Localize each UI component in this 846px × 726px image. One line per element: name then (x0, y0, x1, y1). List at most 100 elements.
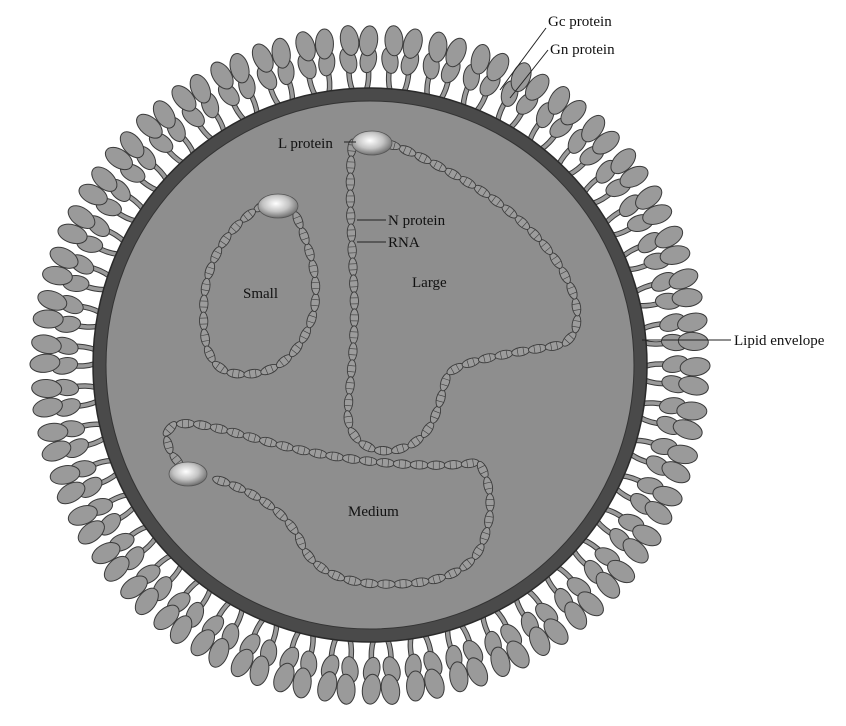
medium-segment-label: Medium (348, 504, 399, 520)
gc-protein-head (295, 31, 316, 62)
gc-protein-head (230, 648, 254, 678)
gc-protein-head (104, 146, 133, 171)
gc-protein-head (171, 85, 197, 112)
n-protein-bead (527, 343, 547, 354)
gc-protein-head (672, 419, 703, 440)
n-protein-bead (426, 460, 446, 470)
gn-protein-label: Gn protein (550, 42, 615, 58)
glycoprotein-spike (251, 37, 296, 109)
n-protein-bead (198, 311, 209, 331)
glycoprotein-spike (210, 53, 260, 123)
glycoprotein-spike (31, 378, 101, 418)
gc-protein-head (644, 501, 673, 525)
glycoprotein-spike (526, 86, 587, 153)
glycoprotein-spike (422, 31, 467, 102)
n-protein-bead (376, 579, 396, 589)
gc-protein-head (31, 378, 63, 399)
gc-protein-head (32, 309, 64, 329)
gc-protein-head (671, 288, 703, 308)
n-protein-bead (345, 376, 355, 396)
n-protein-bead (349, 291, 359, 311)
gc-protein-head (153, 604, 180, 631)
gc-protein-head (32, 397, 63, 418)
gc-protein-head (271, 37, 291, 69)
gc-protein-head (564, 601, 588, 630)
gc-protein-head (339, 25, 360, 56)
n-protein-bead (200, 328, 210, 348)
n-protein-bead (176, 419, 195, 429)
glycoprotein-spike (494, 62, 550, 131)
gc-protein-head (428, 31, 448, 63)
gc-protein-head (152, 100, 176, 129)
glycoprotein-spike (136, 100, 197, 166)
gc-protein-head (169, 615, 193, 644)
n-protein-bead (199, 294, 209, 314)
glycoprotein-spike (602, 185, 673, 239)
gc-protein-head (678, 375, 709, 396)
n-protein-bead (212, 475, 231, 487)
gc-protein-head (292, 667, 312, 699)
glycoprotein-spike (37, 420, 108, 462)
gc-protein-head (119, 131, 145, 159)
glycoprotein-spike (594, 506, 662, 564)
l-protein-small (257, 193, 299, 219)
glycoprotein-spike (613, 472, 683, 525)
n-protein-bead (460, 458, 480, 469)
gc-protein-head (592, 130, 620, 155)
n-protein-bead (349, 325, 359, 345)
glycoprotein-spike (444, 621, 489, 693)
glycoprotein-spike (49, 457, 120, 505)
glycoprotein-spike (480, 607, 530, 677)
glycoprotein-spike (295, 28, 336, 99)
gc-protein-head (29, 353, 61, 373)
gc-protein-head (402, 28, 423, 59)
n-protein-bead (343, 575, 362, 586)
gc-protein-head (560, 99, 587, 126)
gc-protein-head (37, 422, 69, 442)
gc-protein-head (632, 524, 662, 547)
gc-protein-head (635, 185, 663, 210)
n-protein-bead (346, 206, 356, 226)
gc-protein-head (249, 655, 270, 686)
glycoprotein-spike (513, 587, 569, 656)
n-protein-bead (485, 493, 495, 513)
n-protein-bead (359, 578, 379, 589)
glycoprotein-spike (637, 397, 708, 440)
gc-protein-head (91, 166, 118, 192)
gc-protein-head (210, 61, 234, 90)
n-protein-bead (275, 354, 292, 369)
gc-protein-head (67, 505, 98, 526)
gc-protein-head (424, 668, 445, 699)
leader-lines (344, 27, 731, 341)
n-protein-bead (446, 362, 464, 376)
glycoprotein-spike (361, 636, 401, 705)
l-protein-medium (168, 461, 208, 487)
glycoprotein-spike (627, 437, 698, 484)
gc-protein-head (642, 204, 673, 225)
glycoprotein-spike (620, 225, 691, 273)
large-segment-label: Large (412, 275, 447, 291)
l-protein-label: L protein (278, 136, 333, 152)
n-protein-bead (193, 420, 212, 431)
gc-leader-line (499, 27, 547, 91)
gc-protein-head (490, 646, 511, 677)
gc-protein-head (208, 637, 230, 668)
n-protein-bead (407, 434, 424, 449)
gc-protein-head (659, 245, 691, 265)
gc-protein-head (251, 43, 274, 73)
gc-protein-head (57, 223, 88, 245)
gc-protein-head (273, 662, 295, 693)
n-protein-bead (259, 436, 278, 448)
gc-protein-head (120, 575, 148, 600)
lipid-envelope-label: Lipid envelope (734, 333, 825, 349)
gc-protein-head (380, 674, 401, 705)
glycoprotein-spike (78, 166, 146, 224)
gc-protein-head (667, 444, 698, 465)
gc-protein-head (384, 25, 404, 57)
n-protein-bead (358, 440, 376, 453)
n-protein-bead (294, 532, 306, 551)
gc-protein-head (676, 401, 708, 421)
gc-protein-head (543, 618, 569, 645)
